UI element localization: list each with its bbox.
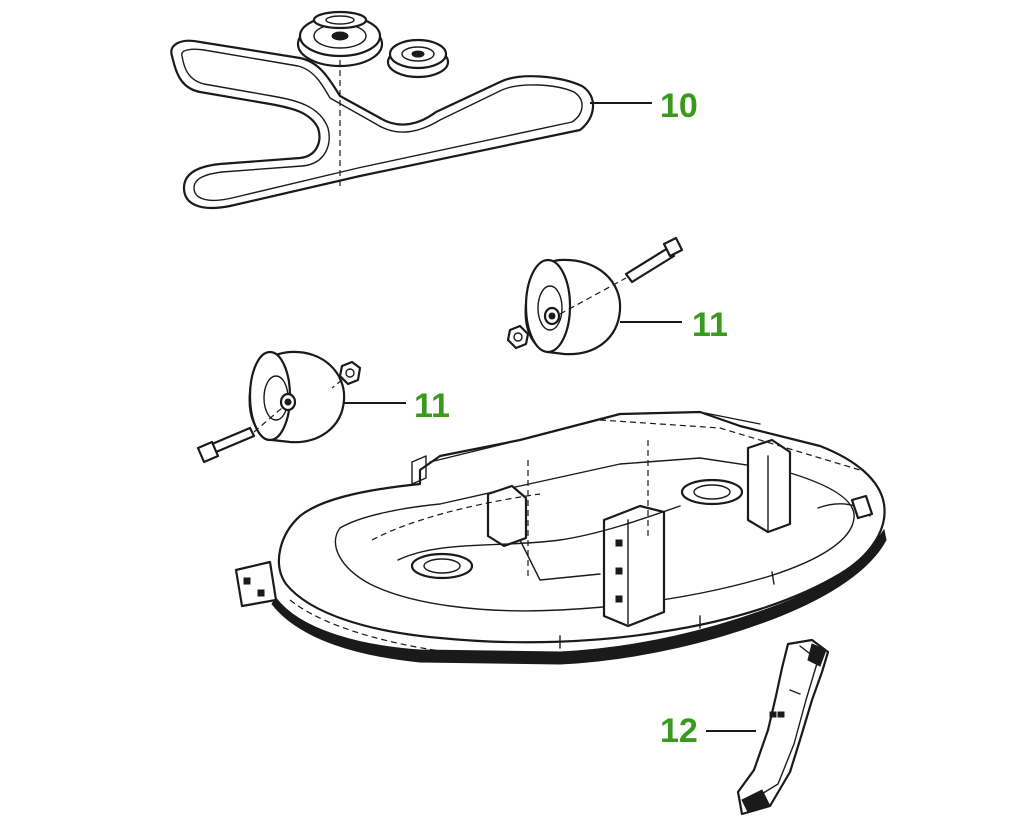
idler-pulley (386, 38, 450, 79)
spindle-pulley (296, 10, 384, 68)
callout-11-left: 11 (414, 387, 450, 425)
mower-blade (736, 638, 830, 816)
drive-belt (170, 39, 595, 210)
callout-10: 10 (660, 87, 698, 125)
callout-11-right: 11 (692, 306, 728, 344)
gauge-wheel-right (506, 236, 684, 356)
gauge-wheel-left (196, 350, 362, 464)
callout-12: 12 (660, 712, 698, 750)
mower-deck (234, 410, 887, 665)
